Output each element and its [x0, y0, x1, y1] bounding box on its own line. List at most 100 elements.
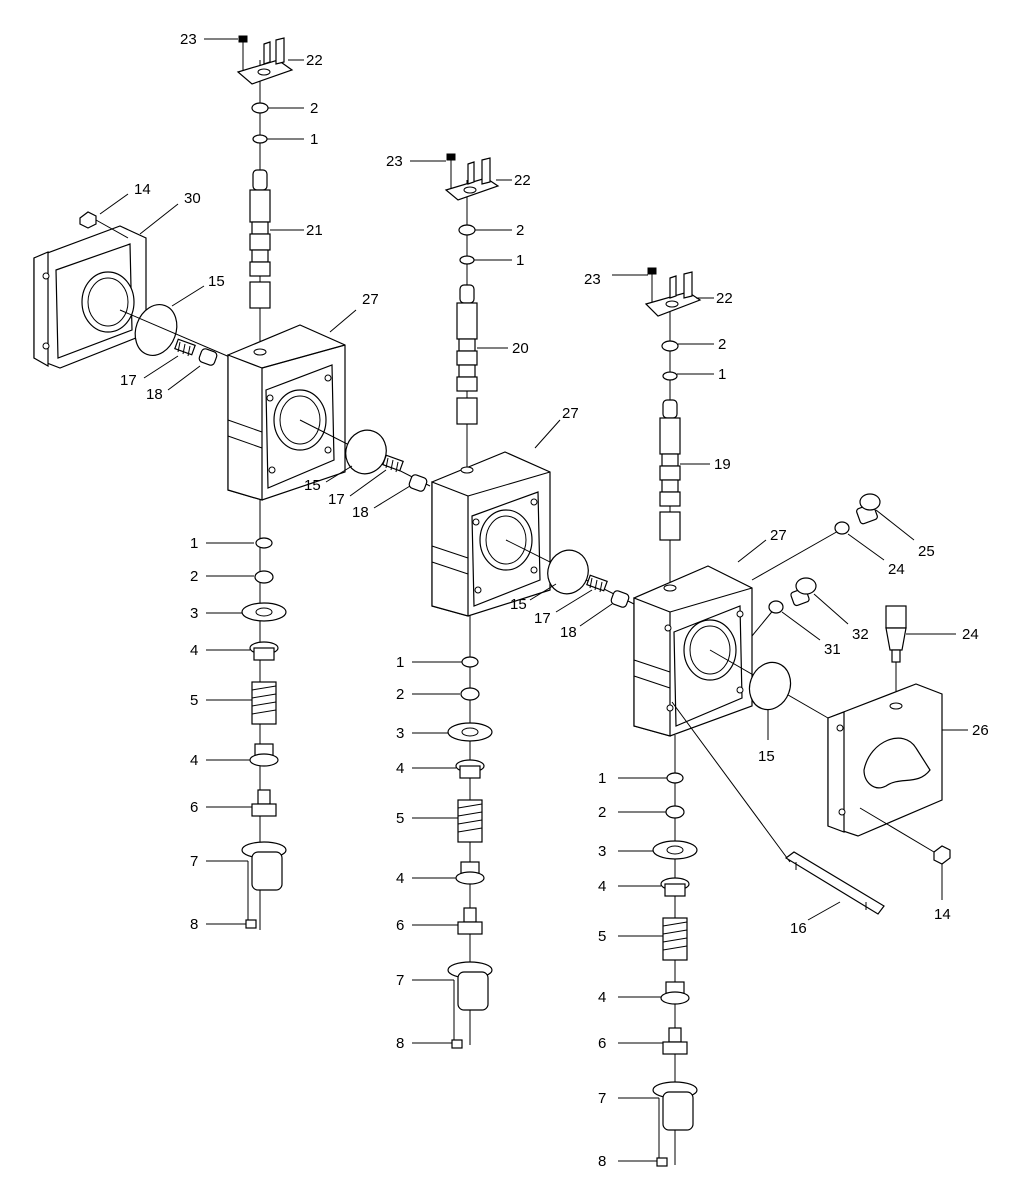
part-spring-17 — [586, 574, 608, 593]
label-27: 27 — [362, 291, 379, 308]
label-5: 5 — [190, 692, 198, 709]
part-oring-1-lower — [666, 772, 684, 784]
part-nut-14 — [79, 211, 129, 239]
label-15: 15 — [758, 748, 775, 765]
label-15: 15 — [510, 596, 527, 613]
part-screw-8 — [451, 1039, 463, 1049]
part-bracket-22 — [444, 157, 500, 201]
axis-line-horizontal — [119, 309, 233, 359]
label-8: 8 — [396, 1035, 404, 1052]
label-2: 2 — [396, 686, 404, 703]
label-3: 3 — [396, 725, 404, 742]
part-nut-14 — [859, 807, 951, 865]
label-3: 3 — [598, 843, 606, 860]
part-valve-body-27 — [431, 451, 551, 617]
part-oring-15 — [748, 661, 792, 711]
part-adjuster-6 — [251, 789, 277, 817]
label-17: 17 — [534, 610, 551, 627]
label-7: 7 — [396, 972, 404, 989]
label-27: 27 — [562, 405, 579, 422]
label-17: 17 — [120, 372, 137, 389]
label-22: 22 — [514, 172, 531, 189]
part-spool-19 — [659, 399, 681, 541]
label-1: 1 — [310, 131, 318, 148]
leader-lines — [99, 38, 968, 1162]
part-oring-1 — [252, 134, 268, 144]
part-ring-2-lower — [665, 805, 685, 819]
label-6: 6 — [396, 917, 404, 934]
label-23: 23 — [180, 31, 197, 48]
part-adjuster-6 — [457, 907, 483, 935]
label-30: 30 — [184, 190, 201, 207]
part-retainer-4-upper — [249, 641, 279, 661]
part-tie-rod-16 — [671, 701, 885, 915]
part-plug-18 — [408, 474, 428, 492]
part-ring-2 — [458, 224, 476, 236]
part-bracket-22 — [236, 37, 294, 85]
label-4: 4 — [598, 989, 606, 1006]
part-screw-23 — [238, 35, 248, 72]
label-15: 15 — [304, 477, 321, 494]
part-flange-3 — [652, 840, 698, 860]
part-oring-31 — [768, 600, 784, 614]
part-retainer-4-lower — [660, 981, 690, 1005]
label-22: 22 — [716, 290, 733, 307]
label-1: 1 — [396, 654, 404, 671]
part-oring-1-lower — [255, 537, 273, 549]
part-retainer-4-lower — [249, 743, 279, 767]
label-18: 18 — [560, 624, 577, 641]
part-screw-8 — [245, 919, 257, 929]
part-plug-32 — [790, 577, 817, 607]
part-spring-17 — [174, 338, 196, 357]
label-18: 18 — [146, 386, 163, 403]
part-cap-7 — [652, 1081, 698, 1131]
label-5: 5 — [598, 928, 606, 945]
label-8: 8 — [190, 916, 198, 933]
part-flange-3 — [447, 722, 493, 742]
label-25: 25 — [918, 543, 935, 560]
label-4: 4 — [598, 878, 606, 895]
part-screw-8 — [656, 1157, 668, 1167]
label-7: 7 — [598, 1090, 606, 1107]
part-ring-2-lower — [254, 570, 274, 584]
part-fitting-24 — [885, 605, 907, 700]
label-6: 6 — [190, 799, 198, 816]
label-19: 19 — [714, 456, 731, 473]
part-plug-18 — [610, 590, 630, 608]
label-8: 8 — [598, 1153, 606, 1170]
part-screw-23 — [446, 153, 456, 188]
part-spool-20 — [456, 284, 478, 425]
valve-assembly-middle — [299, 153, 551, 1049]
part-ring-2 — [251, 102, 269, 114]
part-screw-23 — [647, 267, 657, 302]
label-1: 1 — [516, 252, 524, 269]
valve-assembly-left — [33, 35, 346, 930]
part-retainer-4-upper — [455, 759, 485, 779]
label-14: 14 — [134, 181, 151, 198]
label-15: 15 — [208, 273, 225, 290]
label-24: 24 — [888, 561, 905, 578]
label-14: 14 — [934, 906, 951, 923]
label-4: 4 — [396, 870, 404, 887]
part-plug-25 — [856, 493, 881, 525]
label-1: 1 — [598, 770, 606, 787]
part-ring-2 — [661, 340, 679, 352]
part-end-cover-30 — [33, 225, 147, 369]
part-retainer-4-lower — [455, 861, 485, 885]
label-3: 3 — [190, 605, 198, 622]
part-oring-1 — [459, 255, 475, 265]
label-27: 27 — [770, 527, 787, 544]
label-4: 4 — [190, 642, 198, 659]
part-oring-1 — [662, 371, 678, 381]
part-oring-1-lower — [461, 656, 479, 668]
part-end-cover-26 — [827, 683, 943, 837]
label-26: 26 — [972, 722, 989, 739]
label-2: 2 — [718, 336, 726, 353]
label-6: 6 — [598, 1035, 606, 1052]
part-spring-17 — [382, 454, 404, 473]
part-bracket-22 — [644, 271, 702, 317]
part-oring-24 — [834, 521, 850, 535]
part-spring-5 — [251, 681, 277, 725]
label-23: 23 — [584, 271, 601, 288]
